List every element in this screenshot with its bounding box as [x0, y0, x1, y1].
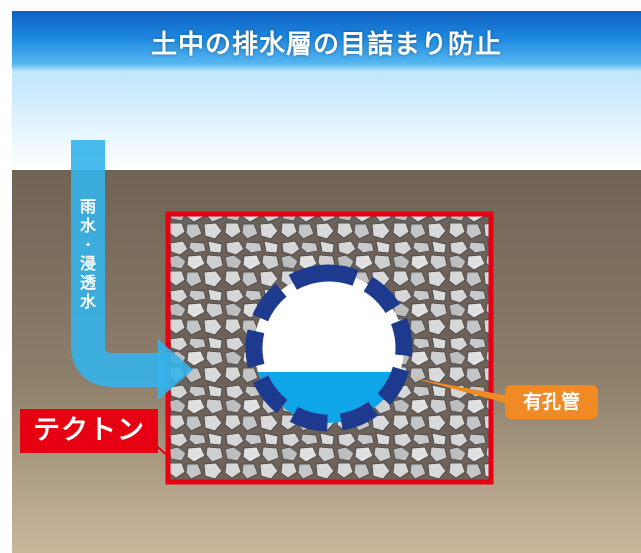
water-label-char: 透 [80, 273, 97, 292]
title-banner: 土中の排水層の目詰まり防止 [12, 11, 641, 73]
sky-area [12, 72, 641, 170]
product-label: テクトン [20, 409, 158, 453]
water-flow-arrow [71, 140, 170, 387]
water-label-char: 浸 [80, 254, 96, 273]
svg-text:雨水·浸透水: 雨水·浸透水 [80, 197, 97, 311]
water-arrowhead [158, 339, 193, 400]
water-label-char: 水 [80, 292, 97, 311]
pipe-ring [245, 264, 413, 432]
water-label-char: 雨 [80, 197, 96, 216]
page-title: 土中の排水層の目詰まり防止 [150, 30, 502, 60]
pipe-leader [413, 378, 509, 404]
water-label-char: · [85, 235, 91, 254]
water-label: 雨水·浸透水 [80, 197, 97, 311]
water-label-char: 水 [80, 216, 97, 235]
pipe-label: 有孔管 [505, 385, 598, 419]
